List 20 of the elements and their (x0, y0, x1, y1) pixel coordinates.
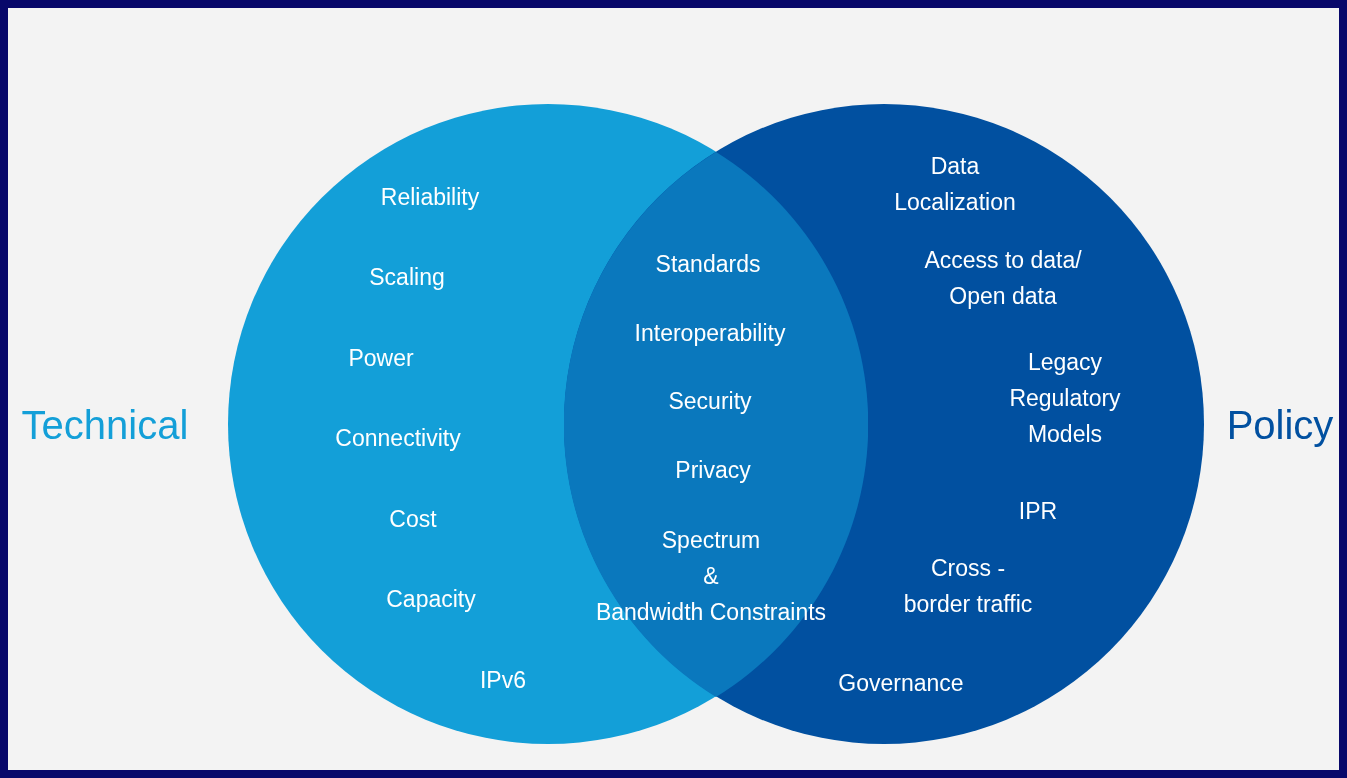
circle-title: Technical (21, 402, 189, 448)
topic-label: IPR (1018, 497, 1058, 526)
topic-label: Scaling (369, 263, 445, 292)
topic-label: IPv6 (480, 666, 526, 695)
topic-label: Data Localization (894, 152, 1016, 217)
topic-label: Spectrum & Bandwidth Constraints (595, 526, 827, 627)
topic-label: Connectivity (335, 424, 461, 453)
topic-label: Cross - border traffic (903, 554, 1033, 619)
topic-label: Governance (838, 669, 964, 698)
topic-label: Reliability (380, 183, 480, 212)
topic-label: Standards (655, 250, 761, 279)
topic-label: Interoperability (634, 319, 786, 348)
topic-label: Power (348, 344, 414, 373)
topic-label: Access to data/ Open data (924, 246, 1082, 311)
topic-label: Security (668, 387, 752, 416)
topic-label: Cost (389, 505, 437, 534)
topic-label: Privacy (675, 456, 751, 485)
topic-label: Capacity (386, 585, 476, 614)
circle-title: Policy (1226, 402, 1334, 448)
topic-label: Legacy Regulatory Models (1009, 348, 1121, 449)
